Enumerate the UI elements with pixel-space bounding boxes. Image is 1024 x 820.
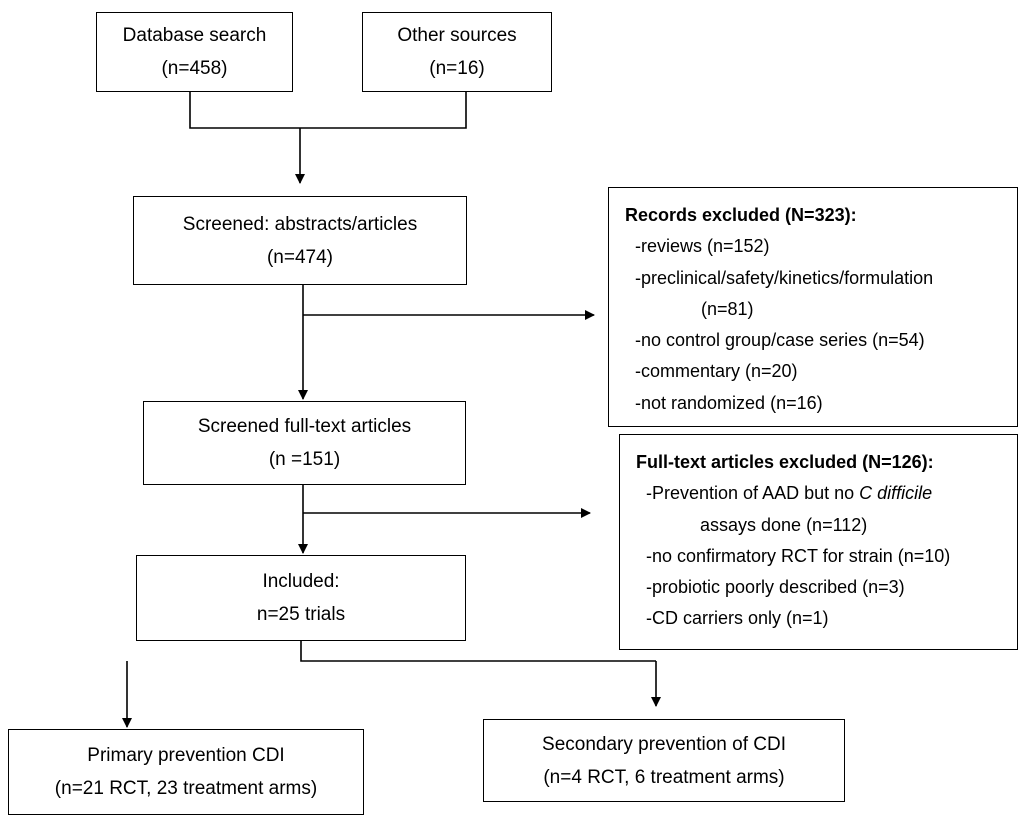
database-search-label: Database search xyxy=(122,25,267,46)
fulltext-excluded-item: -probiotic poorly described (n=3) xyxy=(646,577,905,598)
secondary-prevention-label: Secondary prevention of CDI xyxy=(542,733,786,755)
included-count: n=25 trials xyxy=(256,604,346,625)
fulltext-screened-label: Screened full-text articles xyxy=(197,416,412,437)
included-split-connector xyxy=(300,641,656,662)
fulltext-screened-count: (n =151) xyxy=(268,449,341,470)
fulltext-excluded-item: -CD carriers only (n=1) xyxy=(646,608,829,629)
secondary-prevention-count: (n=4 RCT, 6 treatment arms) xyxy=(543,766,785,788)
database-search-box: Database search (n=458) xyxy=(96,12,293,92)
records-excluded-item: -not randomized (n=16) xyxy=(635,392,823,413)
fulltext-screened-box: Screened full-text articles (n =151) xyxy=(143,401,466,485)
records-excluded-box: Records excluded (N=323): -reviews (n=15… xyxy=(608,187,1018,427)
fulltext-excluded-item: -Prevention of AAD but no C difficile xyxy=(636,478,1005,509)
records-excluded-item: (n=81) xyxy=(701,298,754,319)
secondary-prevention-box: Secondary prevention of CDI (n=4 RCT, 6 … xyxy=(483,719,845,802)
primary-prevention-box: Primary prevention CDI (n=21 RCT, 23 tre… xyxy=(8,729,364,815)
fulltext-excluded-heading: Full-text articles excluded (N=126): xyxy=(636,452,934,472)
records-excluded-heading: Records excluded (N=323): xyxy=(625,205,857,225)
fulltext-excluded-item: -no confirmatory RCT for strain (n=10) xyxy=(646,545,951,566)
other-sources-count: (n=16) xyxy=(429,58,485,79)
screened-abstracts-label: Screened: abstracts/articles xyxy=(182,213,418,235)
records-excluded-item: -no control group/case series (n=54) xyxy=(635,330,925,351)
screened-abstracts-box: Screened: abstracts/articles (n=474) xyxy=(133,196,467,285)
records-excluded-item: -preclinical/safety/kinetics/formulation xyxy=(635,267,934,288)
records-excluded-item: -commentary (n=20) xyxy=(635,361,798,382)
records-excluded-item: -reviews (n=152) xyxy=(635,236,770,257)
fulltext-excluded-item-prefix: -Prevention of AAD but no xyxy=(646,483,860,504)
sources-merge-connector xyxy=(189,90,467,129)
screened-abstracts-count: (n=474) xyxy=(266,246,334,268)
other-sources-box: Other sources (n=16) xyxy=(362,12,552,92)
database-search-count: (n=458) xyxy=(161,58,228,79)
primary-prevention-label: Primary prevention CDI xyxy=(87,745,285,766)
included-box: Included: n=25 trials xyxy=(136,555,466,641)
c-difficile-italic: C difficile xyxy=(859,483,933,504)
other-sources-label: Other sources xyxy=(397,25,517,46)
included-label: Included: xyxy=(262,571,340,592)
fulltext-excluded-box: Full-text articles excluded (N=126): -Pr… xyxy=(619,434,1018,650)
primary-prevention-count: (n=21 RCT, 23 treatment arms) xyxy=(54,778,318,799)
fulltext-excluded-item: assays done (n=112) xyxy=(700,514,868,535)
